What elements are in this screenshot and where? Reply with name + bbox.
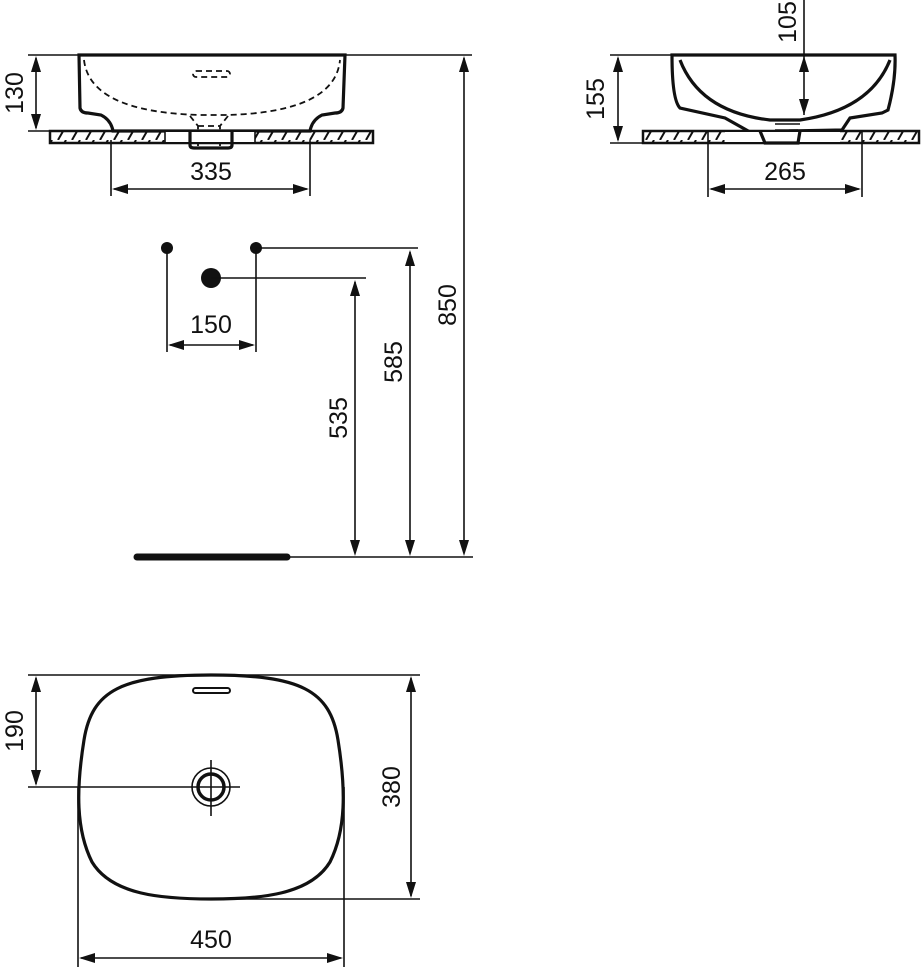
dim-front-height: 130 bbox=[1, 72, 29, 114]
dim-supply-height: 585 bbox=[380, 341, 408, 383]
dim-side-width: 265 bbox=[764, 158, 806, 186]
front-view: 130 335 bbox=[1, 53, 472, 196]
side-view: 155 105 265 bbox=[582, 0, 921, 197]
dim-waste-height: 535 bbox=[325, 397, 353, 439]
overflow-slot bbox=[192, 687, 231, 694]
dim-side-depth: 105 bbox=[774, 1, 802, 43]
dim-side-height: 155 bbox=[582, 78, 610, 120]
dim-plan-width: 450 bbox=[190, 926, 232, 954]
plan-view: 190 380 450 bbox=[1, 673, 420, 967]
installation-view: 150 535 585 850 bbox=[133, 56, 473, 561]
dim-waste-offset: 190 bbox=[1, 710, 29, 752]
dim-plan-depth: 380 bbox=[378, 766, 406, 808]
dim-front-width: 335 bbox=[190, 158, 232, 186]
dim-rim-height: 850 bbox=[434, 284, 462, 326]
dim-tap-spacing: 150 bbox=[190, 311, 232, 339]
